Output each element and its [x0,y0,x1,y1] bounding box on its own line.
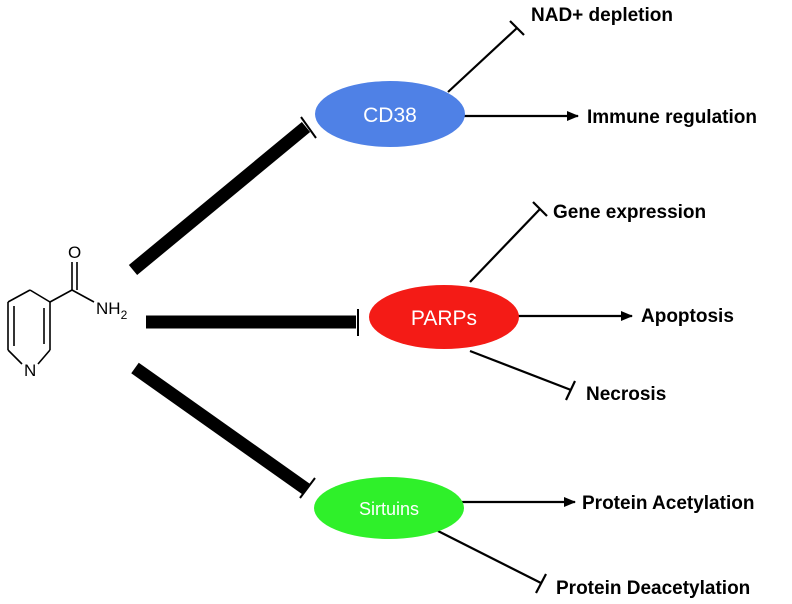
cd38-label: CD38 [363,104,417,127]
sirtuins-ellipse [314,477,464,539]
cd38-to-nad-depletion [447,27,518,93]
outcome-nad-depletion: NAD+ depletion [531,5,673,26]
parps-to-necrosis [469,349,572,392]
cd38-ellipse [315,81,465,147]
ring-nitrogen-label: N [24,361,36,380]
outcome-protein-acetylation: Protein Acetylation [582,493,754,514]
amide-subscript-label: 2 [121,308,128,322]
amide-group-label: NH2 [96,299,128,322]
outcome-apoptosis: Apoptosis [641,306,734,327]
amide-nh-label: NH [96,299,121,318]
outcome-necrosis: Necrosis [586,384,666,405]
parps-label: PARPs [411,307,477,330]
inhibit-sirtuins-tee [299,477,316,499]
pathway-connectors [437,20,633,594]
outcome-protein-deacetylation: Protein Deacetylation [556,578,750,599]
outcome-gene-expression: Gene expression [553,202,706,223]
inhibition-bars [128,116,359,499]
node-cd38: CD38 [315,81,465,147]
sirtuins-to-protein-deacetylation [437,530,542,584]
gene-expression-tee [532,201,548,217]
node-parps: PARPs [369,285,519,349]
inhibit-cd38-tee [300,116,317,139]
outcome-immune-regulation: Immune regulation [587,107,757,128]
sirtuins-label: Sirtuins [359,499,419,519]
necrosis-tee [565,380,576,401]
parps-to-gene-expression [469,208,541,283]
oxygen-atom-label: O [68,243,81,262]
inhibit-cd38-bar [128,121,311,276]
nicotinamide-structure [7,262,95,365]
inhibit-sirtuins-bar [131,362,310,495]
protein-deacetylation-tee [535,573,547,594]
parps-ellipse [369,285,519,349]
nad-depletion-tee [509,20,525,36]
node-sirtuins: Sirtuins [314,477,464,539]
